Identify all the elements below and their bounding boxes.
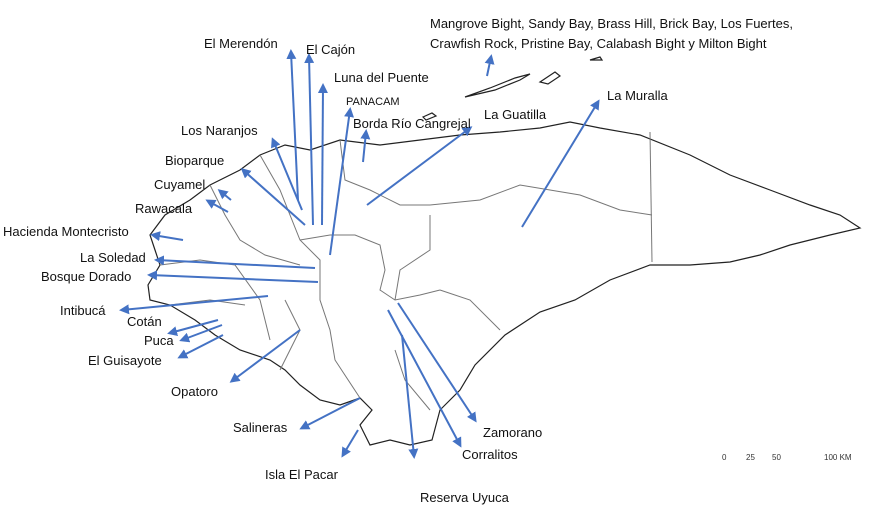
label-puca: Puca: [144, 333, 174, 348]
arrow-borda-rio-cangrejal: [360, 129, 371, 163]
label-el-cajon: El Cajón: [306, 42, 356, 57]
label-la-soledad: La Soledad: [80, 250, 146, 265]
label-reserva-uyuca: Reserva Uyuca: [420, 490, 509, 505]
label-bioparque: Bioparque: [165, 153, 225, 168]
label-bosque-dorado: Bosque Dorado: [41, 269, 132, 284]
arrow-la-guatilla: [366, 126, 473, 206]
arrow-mangrove: [484, 54, 495, 77]
arrow-el-cajon: [304, 53, 315, 226]
arrow-reserva-uyuca: [401, 334, 419, 459]
arrow-bioparque: [240, 168, 306, 226]
label-el-merendon: El Merendón: [204, 36, 278, 51]
arrow-opatoro: [229, 329, 301, 383]
label-los-naranjos: Los Naranjos: [181, 123, 258, 138]
scale-tick-100: 100 KM: [824, 453, 852, 462]
label-cotan: Cotán: [127, 314, 162, 329]
arrow-cuyamel: [217, 189, 232, 201]
label-el-guisayote: El Guisayote: [88, 353, 162, 368]
label-hacienda-montecristo: Hacienda Montecristo: [3, 224, 129, 239]
label-la-guatilla: La Guatilla: [484, 107, 547, 122]
label-luna-del-puente: Luna del Puente: [334, 70, 429, 85]
label-rawacala: Rawacala: [135, 201, 193, 216]
arrow-zamorano: [397, 302, 477, 423]
department-borders: [159, 131, 653, 411]
arrow-la-soledad: [154, 255, 316, 269]
label-intibuca: Intibucá: [60, 303, 106, 318]
arrow-hacienda-montecristo: [150, 231, 184, 242]
label-zamorano: Zamorano: [483, 425, 543, 440]
arrow-corralitos: [387, 309, 462, 448]
arrow-cotan: [167, 319, 219, 336]
label-opatoro: Opatoro: [171, 384, 218, 399]
arrow-el-guisayote: [177, 334, 224, 359]
arrow-los-naranjos: [271, 137, 303, 211]
label-corralitos: Corralitos: [462, 447, 518, 462]
arrow-panacam: [329, 107, 354, 256]
arrows: [119, 49, 600, 459]
arrow-bosque-dorado: [147, 270, 319, 283]
label-panacam: PANACAM: [346, 96, 400, 108]
country-border: [147, 56, 862, 446]
label-isla-el-pacar: Isla El Pacar: [265, 467, 338, 482]
arrow-luna-del-puente: [317, 83, 328, 226]
arrow-el-merendon: [286, 49, 299, 201]
scale-tick-25: 25: [746, 453, 755, 462]
arrow-isla-el-pacar: [341, 429, 359, 458]
arrow-la-muralla: [521, 99, 600, 228]
arrow-salineras: [299, 397, 361, 430]
label-cuyamel: Cuyamel: [154, 177, 206, 192]
label-mangrove-line1: Mangrove Bight, Sandy Bay, Brass Hill, B…: [430, 16, 793, 31]
label-mangrove-line2: Crawfish Rock, Pristine Bay, Calabash Bi…: [430, 36, 767, 51]
arrow-puca: [179, 324, 223, 343]
scale-tick-0: 0: [722, 453, 727, 462]
label-la-muralla: La Muralla: [607, 88, 668, 103]
label-borda-rio-cangrejal: Borda Río Cangrejal: [353, 116, 471, 131]
label-salineras: Salineras: [233, 420, 288, 435]
arrow-intibuca: [119, 295, 269, 315]
scale-tick-50: 50: [772, 453, 781, 462]
arrow-rawacala: [205, 199, 229, 213]
